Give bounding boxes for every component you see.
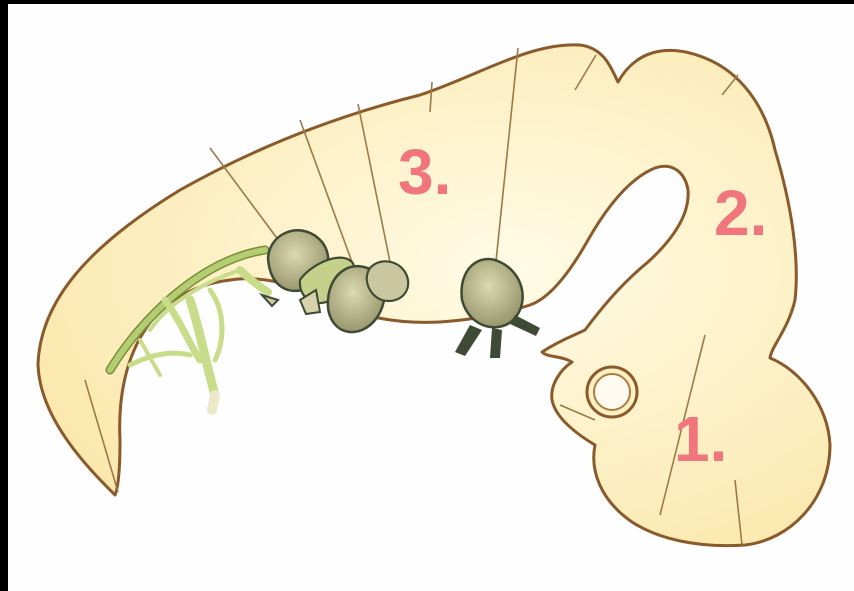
embryo-brain-illustration xyxy=(8,4,854,591)
diagram-canvas: 1. 2. 3. xyxy=(8,4,854,591)
ganglion xyxy=(367,261,408,301)
optic-vesicle-inner xyxy=(594,374,630,410)
ganglion-root xyxy=(490,328,502,358)
nerve-branch xyxy=(212,395,215,410)
region-label-1: 1. xyxy=(674,407,727,471)
optic-vesicle xyxy=(587,367,637,417)
ganglion-root xyxy=(455,325,482,356)
region-label-3: 3. xyxy=(398,140,451,204)
ganglion-root xyxy=(510,315,540,336)
region-label-2: 2. xyxy=(714,181,767,245)
nerve-branch xyxy=(130,353,190,365)
ganglion-root xyxy=(262,295,278,306)
nerve-branch xyxy=(210,290,222,360)
